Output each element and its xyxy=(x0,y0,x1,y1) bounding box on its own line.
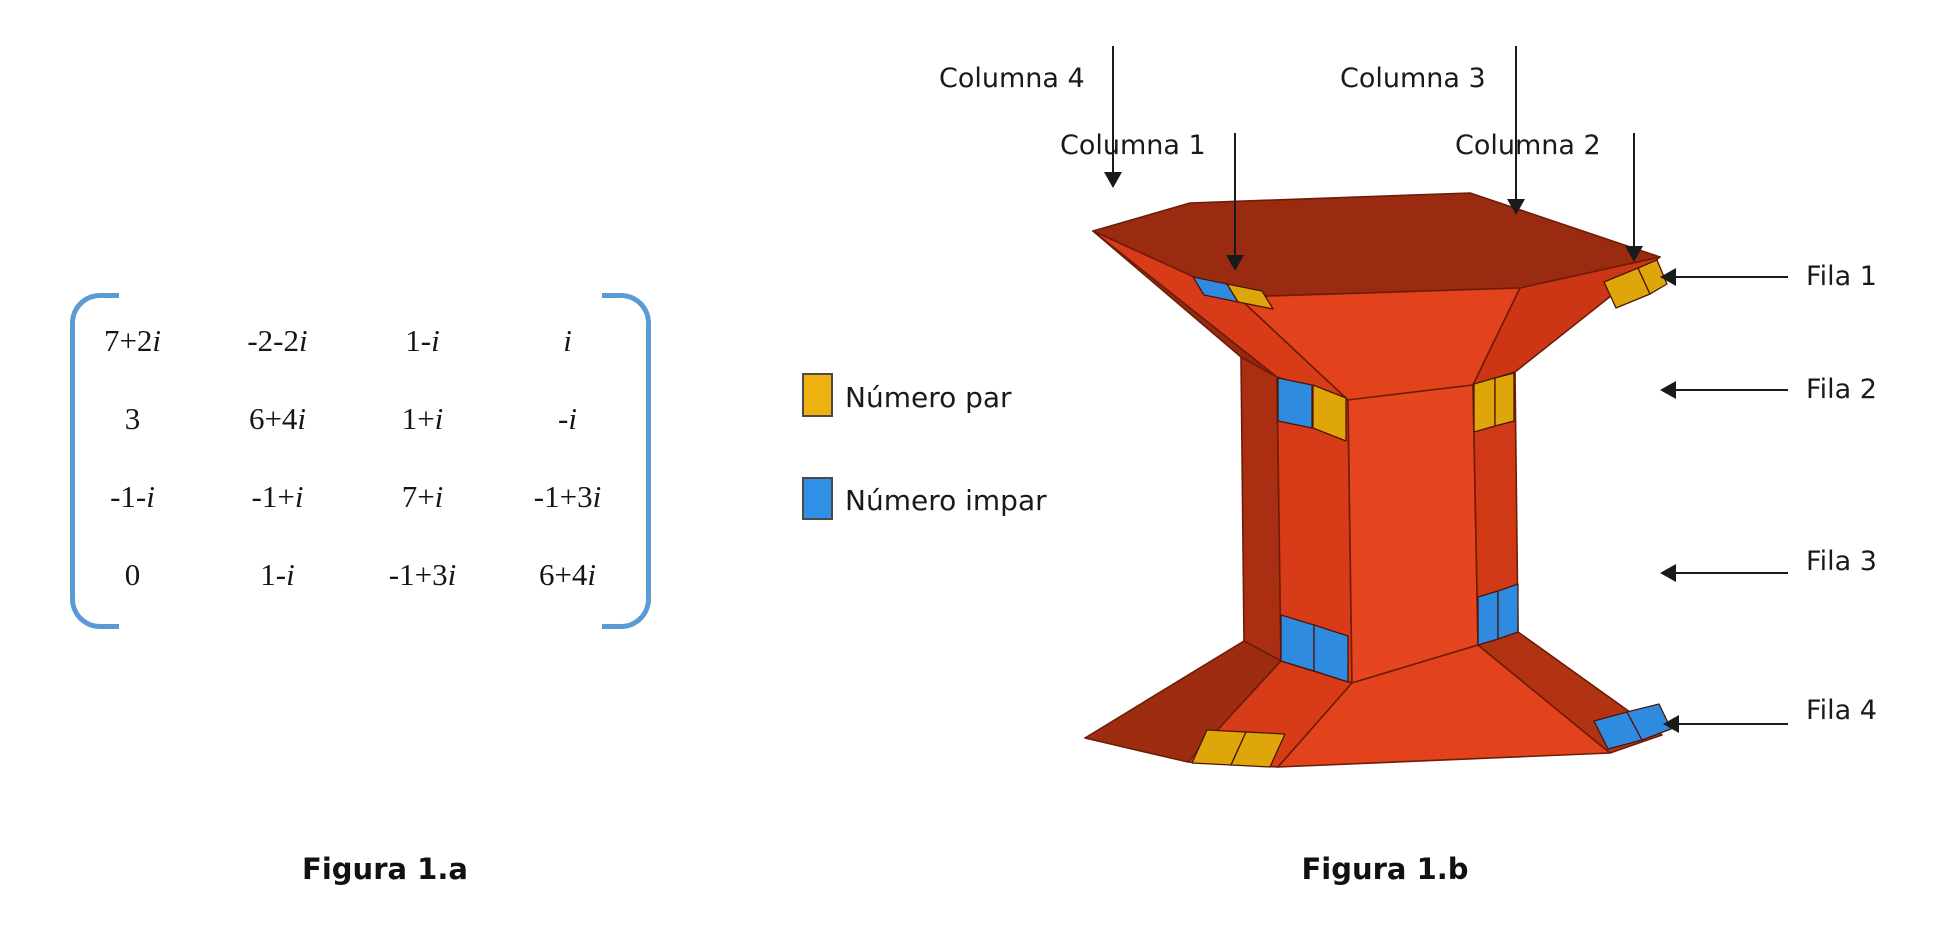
tile-fila2-par xyxy=(1312,384,1347,442)
legend-label-par: Número par xyxy=(845,381,1012,414)
arrow-columna-3 xyxy=(1507,46,1525,215)
tile-fila1-par xyxy=(1226,283,1274,310)
legend-swatch-impar xyxy=(802,477,833,520)
arrow-fila-1 xyxy=(1660,268,1788,286)
label-fila-3: Fila 3 xyxy=(1806,546,1877,577)
matrix-cell: 1-i xyxy=(260,557,295,592)
matrix-cell: -1-i xyxy=(110,479,155,514)
tile-fila3-impar-a xyxy=(1280,614,1315,672)
tile-fila2-impar xyxy=(1277,377,1313,429)
tile-fila3-impar-b xyxy=(1313,624,1349,683)
matrix-bracket-right xyxy=(602,293,651,629)
arrow-fila-2 xyxy=(1660,381,1788,399)
label-columna-3: Columna 3 xyxy=(1340,63,1486,94)
tile-fila2-right-par-a xyxy=(1473,377,1496,433)
label-fila-2: Fila 2 xyxy=(1806,374,1877,405)
label-fila-1: Fila 1 xyxy=(1806,261,1877,292)
caption-figura-1a: Figura 1.a xyxy=(302,852,468,886)
spool-3d-figure xyxy=(1084,192,1672,768)
arrow-fila-4 xyxy=(1663,715,1788,733)
legend-swatch-par xyxy=(802,373,833,417)
matrix-cell: 7+i xyxy=(401,479,444,514)
label-fila-4: Fila 4 xyxy=(1806,695,1877,726)
label-columna-1: Columna 1 xyxy=(1060,130,1206,161)
matrix-cell: 3 xyxy=(124,401,141,436)
arrow-columna-2 xyxy=(1625,133,1643,262)
column-front-face xyxy=(1347,384,1479,684)
arrow-fila-3 xyxy=(1660,564,1788,582)
matrix-cell: -i xyxy=(558,401,577,436)
matrix-cell: 1-i xyxy=(405,323,440,358)
arrow-columna-1 xyxy=(1226,133,1244,271)
matrix-cell: 0 xyxy=(124,557,141,592)
legend-label-impar: Número impar xyxy=(845,484,1047,517)
matrix-cell: -1+i xyxy=(251,479,304,514)
tile-fila3-right-impar-b xyxy=(1497,583,1519,640)
label-columna-4: Columna 4 xyxy=(939,63,1085,94)
matrix-bracket-left xyxy=(70,293,119,629)
tile-fila2-right-par-b xyxy=(1494,372,1515,427)
matrix-cell: 1+i xyxy=(401,401,444,436)
arrow-columna-4 xyxy=(1104,46,1122,188)
column-left-dark-face xyxy=(1240,356,1282,662)
tile-fila4-par-b xyxy=(1230,731,1286,768)
label-columna-2: Columna 2 xyxy=(1455,130,1601,161)
matrix-cell: i xyxy=(563,323,572,358)
caption-figura-1b: Figura 1.b xyxy=(1301,852,1469,886)
tile-fila3-right-impar-a xyxy=(1477,590,1499,646)
